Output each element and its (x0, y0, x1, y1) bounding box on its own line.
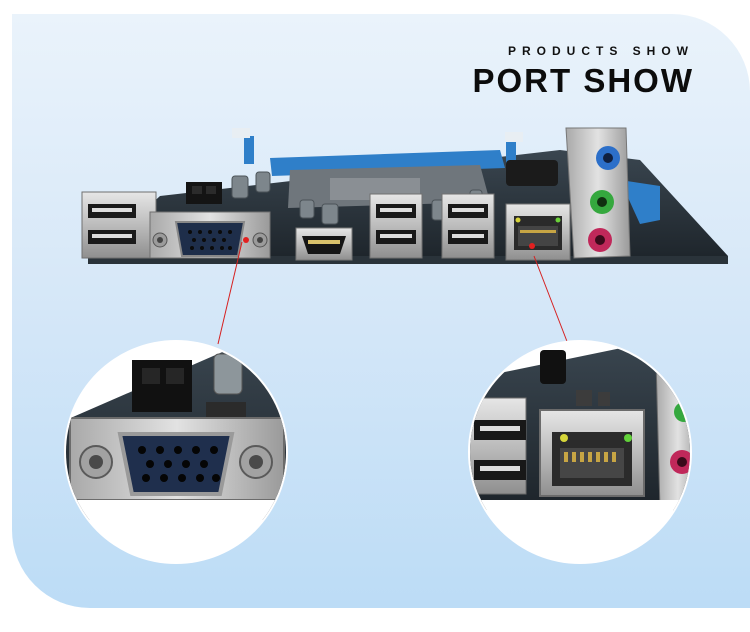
audio-jacks (565, 127, 631, 259)
vga-callout-dot (243, 237, 249, 243)
vga-callout-line (217, 241, 243, 345)
port-show-title: PORT SHOW (472, 62, 694, 99)
vga-port-closeup (64, 340, 288, 564)
vga-port (149, 211, 271, 259)
motherboard (81, 127, 728, 264)
usb-stack-right (441, 193, 495, 259)
usb-stack-middle (369, 193, 423, 259)
lan-callout-line (533, 255, 569, 345)
lan-callout-dot (529, 243, 535, 249)
lan-port (505, 203, 571, 261)
lan-port-closeup (468, 340, 692, 564)
products-show-label: PRODUCTS SHOW (508, 44, 694, 58)
usb-stack-left (81, 191, 157, 259)
pcie-slot-blue (620, 180, 660, 224)
hdmi-port (295, 227, 353, 261)
